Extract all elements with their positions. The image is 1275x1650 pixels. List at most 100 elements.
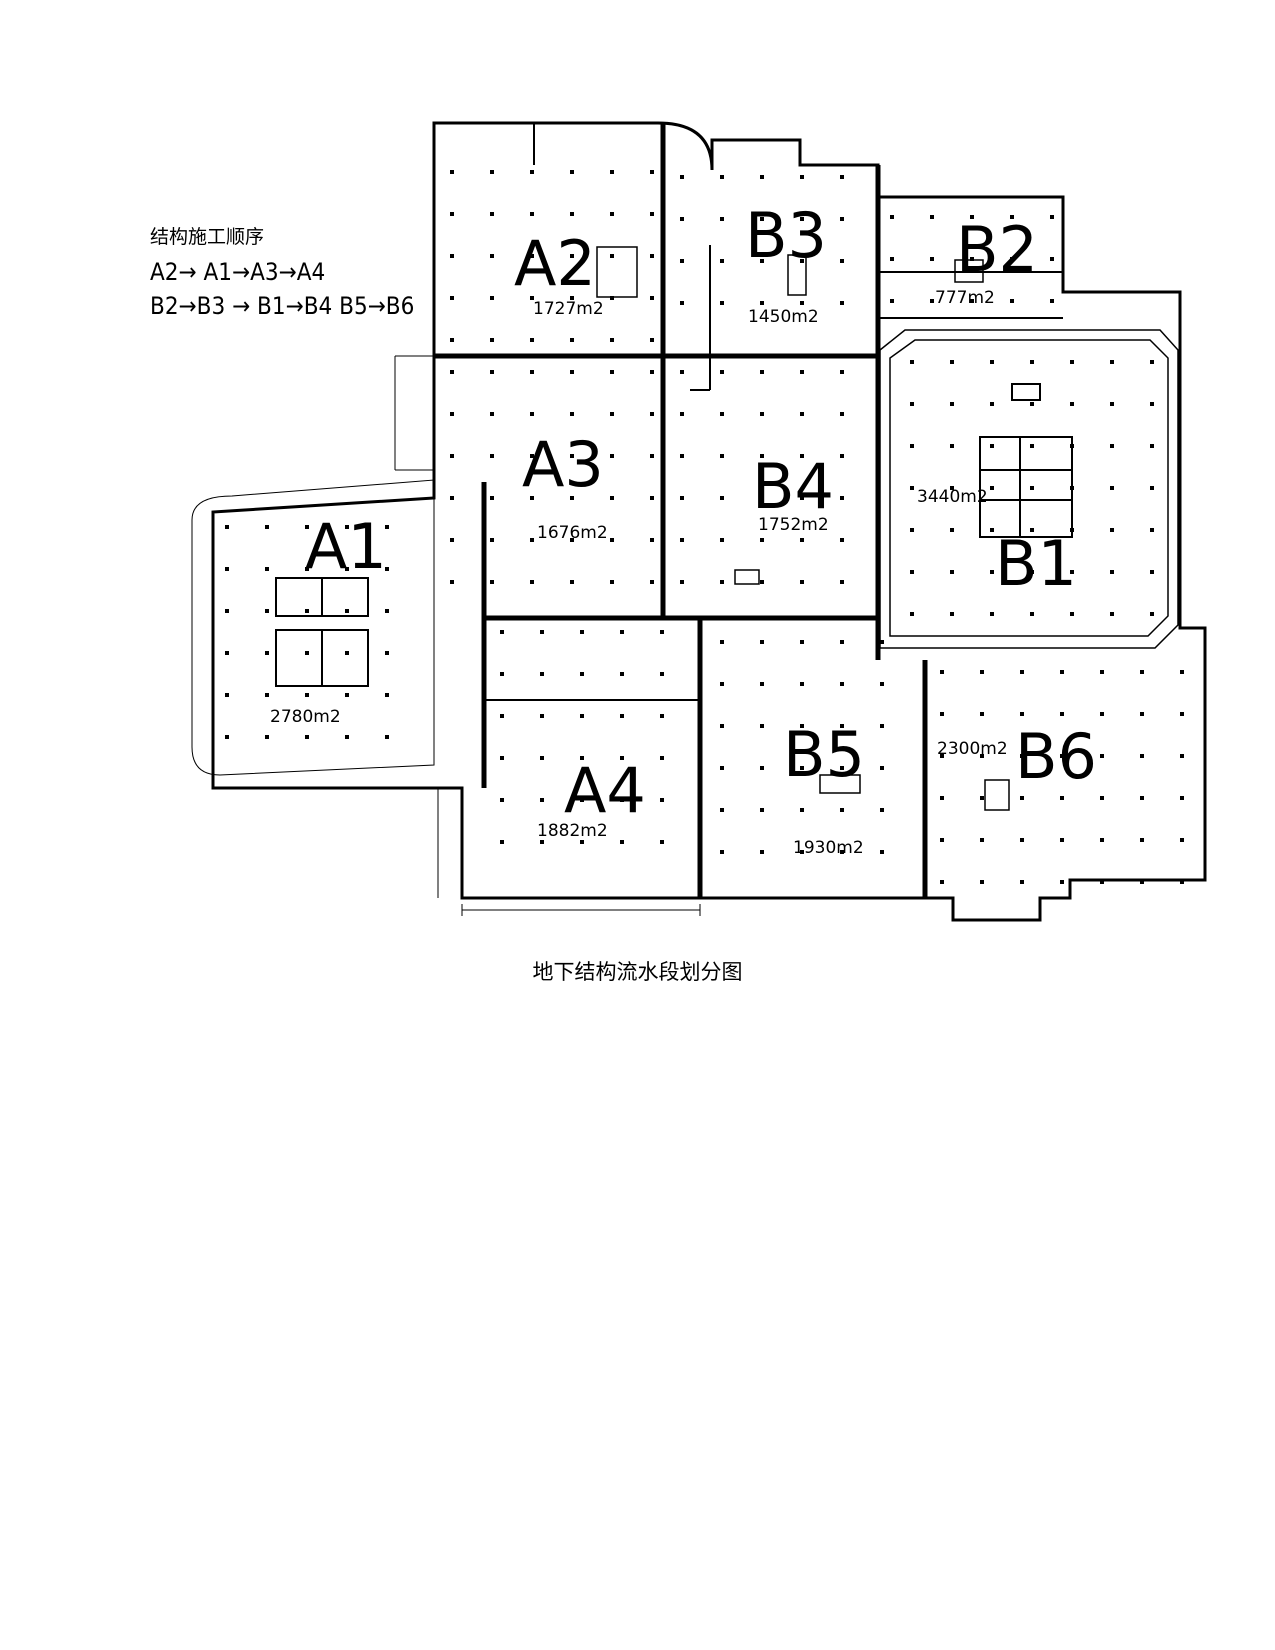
column-dot (1050, 299, 1054, 303)
column-dot (720, 640, 724, 644)
column-dot (540, 714, 544, 718)
zone-label-a1: A1 (305, 510, 387, 583)
column-dot (650, 296, 654, 300)
column-dot (540, 630, 544, 634)
column-dot (650, 454, 654, 458)
column-dot (1020, 670, 1024, 674)
column-dot (570, 538, 574, 542)
column-dot (660, 798, 664, 802)
column-dot (305, 693, 309, 697)
column-dot (385, 525, 389, 529)
column-dot (940, 670, 944, 674)
zone-label-b5: B5 (783, 718, 865, 791)
column-dot (800, 217, 804, 221)
column-dot (570, 412, 574, 416)
column-dot (1030, 360, 1034, 364)
column-dot (490, 338, 494, 342)
column-dot (840, 766, 844, 770)
column-dot (1150, 444, 1154, 448)
dimension-lines (394, 355, 701, 916)
column-dot (570, 496, 574, 500)
column-dot (910, 402, 914, 406)
construction-sequence-legend: 结构施工顺序 A2→ A1→A3→A4 B2→B3 → B1→B4 B5→B6 (150, 222, 444, 323)
column-dot (1050, 215, 1054, 219)
column-dot (840, 301, 844, 305)
column-dot (680, 496, 684, 500)
column-dot (450, 338, 454, 342)
column-dot (840, 850, 844, 854)
zone-area-b4: 1752m2 (758, 515, 829, 535)
column-dot (680, 301, 684, 305)
column-dot (880, 682, 884, 686)
column-dot (305, 651, 309, 655)
column-dot (940, 712, 944, 716)
column-dot (840, 175, 844, 179)
column-dot (225, 567, 229, 571)
zone-area-b5: 1930m2 (793, 838, 864, 858)
column-dot (990, 360, 994, 364)
column-dot (800, 259, 804, 263)
column-dot (760, 682, 764, 686)
a1-outer-frame (191, 479, 435, 776)
column-dot (450, 454, 454, 458)
column-dot (1110, 486, 1114, 490)
column-dot (890, 215, 894, 219)
column-dot (910, 612, 914, 616)
column-dot (800, 370, 804, 374)
column-dot (760, 766, 764, 770)
column-dot (990, 444, 994, 448)
column-dot (530, 454, 534, 458)
column-dot (950, 444, 954, 448)
column-dot (450, 538, 454, 542)
column-dot (1150, 360, 1154, 364)
column-dot (880, 724, 884, 728)
column-dot (680, 217, 684, 221)
column-dot (225, 609, 229, 613)
column-dot (1070, 402, 1074, 406)
column-dot (345, 693, 349, 697)
column-dot (800, 682, 804, 686)
column-dot (490, 412, 494, 416)
column-dot (720, 175, 724, 179)
column-dot (265, 609, 269, 613)
column-dot (1110, 402, 1114, 406)
column-dot (530, 212, 534, 216)
column-dot (570, 338, 574, 342)
column-dot (450, 296, 454, 300)
column-dot (980, 796, 984, 800)
column-dot (540, 840, 544, 844)
column-dot (760, 538, 764, 542)
column-dot (1100, 670, 1104, 674)
column-dot (910, 570, 914, 574)
column-dot (650, 538, 654, 542)
column-dot (1060, 712, 1064, 716)
column-dot (490, 296, 494, 300)
column-dot (950, 402, 954, 406)
column-dot (345, 525, 349, 529)
column-dot (530, 580, 534, 584)
column-dot (840, 580, 844, 584)
column-dot (720, 580, 724, 584)
column-dot (1010, 257, 1014, 261)
column-dot (610, 454, 614, 458)
column-dot (800, 850, 804, 854)
column-dot (570, 170, 574, 174)
column-dot (1140, 712, 1144, 716)
column-dot (650, 254, 654, 258)
column-dot (610, 296, 614, 300)
column-dot (490, 212, 494, 216)
column-dot (720, 259, 724, 263)
column-dot (880, 640, 884, 644)
column-dot (610, 170, 614, 174)
column-dot (720, 682, 724, 686)
column-dot (500, 840, 504, 844)
zone-area-b3: 1450m2 (748, 307, 819, 327)
column-dot (990, 528, 994, 532)
column-dot (940, 880, 944, 884)
column-dot (800, 454, 804, 458)
column-dot (1050, 257, 1054, 261)
column-dot (490, 170, 494, 174)
column-dot (1020, 838, 1024, 842)
column-dot (990, 486, 994, 490)
